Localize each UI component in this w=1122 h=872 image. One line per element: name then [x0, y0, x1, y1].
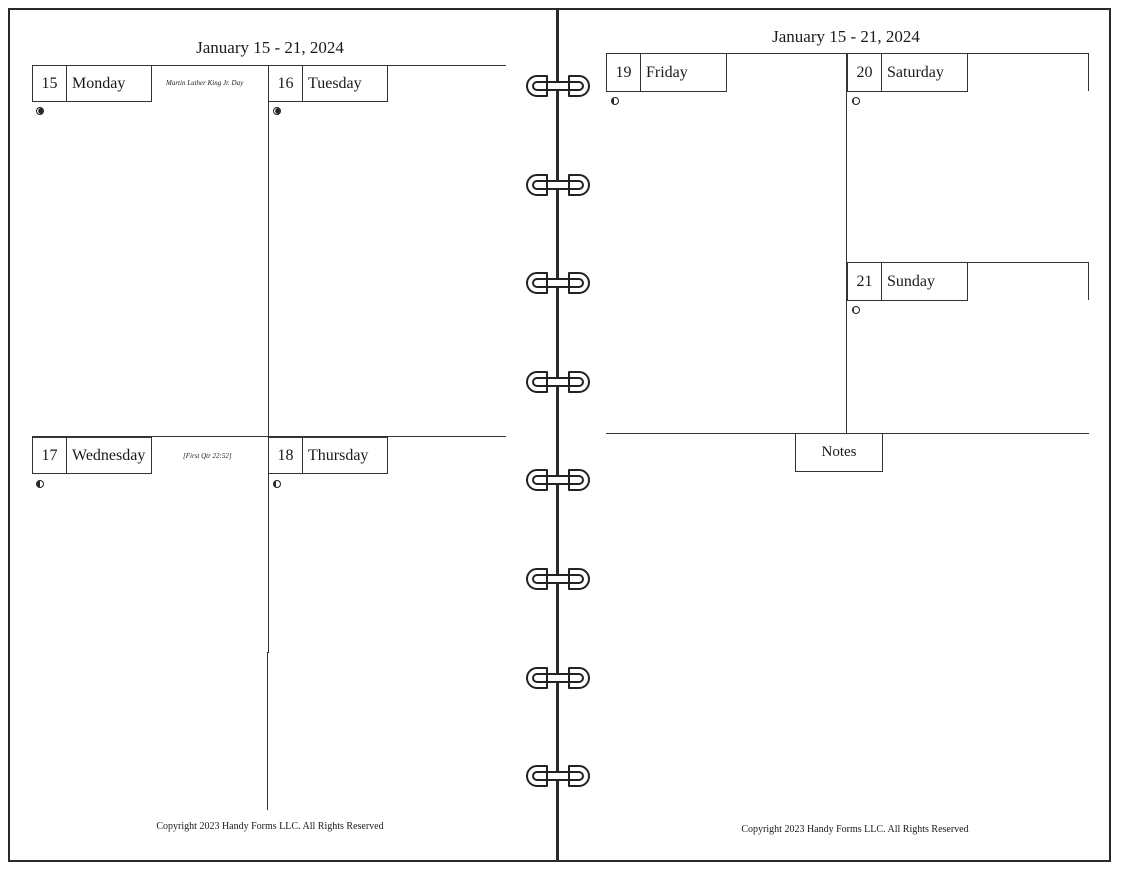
binder-ring-icon: [526, 666, 590, 689]
binder-ring-icon: [526, 272, 590, 295]
day-header-thursday: 18 Thursday: [268, 437, 388, 474]
moon-phase-icon: [852, 97, 860, 105]
day-name: Sunday: [887, 272, 935, 290]
day-number: 19: [607, 54, 641, 91]
left-copyright: Copyright 2023 Handy Forms LLC. All Righ…: [156, 821, 384, 832]
right-center-divider: [846, 53, 847, 433]
right-page-title: January 15 - 21, 2024: [772, 27, 920, 46]
left-middle-rule: [32, 436, 506, 437]
binder-ring-icon: [526, 765, 590, 788]
right-saturday-rule: [847, 262, 1089, 263]
day-number: 17: [33, 438, 67, 473]
right-edge-mark-top: [1088, 53, 1089, 91]
moon-phase-icon: [273, 480, 281, 488]
day-name: Monday: [72, 74, 126, 92]
day-header-tuesday: 16 Tuesday: [268, 65, 388, 102]
day-number: 15: [33, 66, 67, 101]
right-page: [556, 8, 1111, 862]
binder-ring-icon: [526, 75, 590, 97]
moon-phase-note: [First Qtr 22:52]: [183, 452, 232, 460]
day-number: 16: [269, 66, 303, 101]
moon-phase-icon: [36, 480, 44, 488]
day-name: Thursday: [308, 446, 369, 464]
day-number: 20: [848, 54, 882, 91]
day-number: 18: [269, 438, 303, 473]
left-page-title: January 15 - 21, 2024: [196, 38, 344, 57]
day-name: Wednesday: [72, 446, 146, 464]
left-page: [8, 8, 559, 862]
day-header-monday: 15 Monday: [32, 65, 152, 102]
left-center-divider: [268, 65, 269, 653]
day-header-friday: 19 Friday: [606, 53, 727, 92]
day-header-wednesday: 17 Wednesday: [32, 437, 152, 474]
moon-phase-icon: [36, 107, 44, 115]
binder-ring-icon: [526, 370, 590, 393]
notes-label: Notes: [795, 433, 883, 472]
holiday-note: Martin Luther King Jr. Day: [166, 79, 244, 87]
left-center-divider-lower: [267, 652, 268, 810]
moon-phase-icon: [611, 97, 619, 105]
day-number: 21: [848, 263, 882, 300]
day-name: Saturday: [887, 63, 944, 81]
binder-ring-icon: [526, 173, 590, 196]
day-name: Tuesday: [308, 74, 362, 92]
moon-phase-icon: [273, 107, 281, 115]
right-copyright: Copyright 2023 Handy Forms LLC. All Righ…: [741, 824, 969, 835]
binder-ring-icon: [526, 568, 590, 590]
day-header-saturday: 20 Saturday: [847, 53, 968, 92]
day-header-sunday: 21 Sunday: [847, 262, 968, 301]
day-name: Friday: [646, 63, 688, 81]
moon-phase-icon: [852, 306, 860, 314]
binder-ring-icon: [526, 469, 590, 492]
right-edge-mark-mid: [1088, 262, 1089, 300]
